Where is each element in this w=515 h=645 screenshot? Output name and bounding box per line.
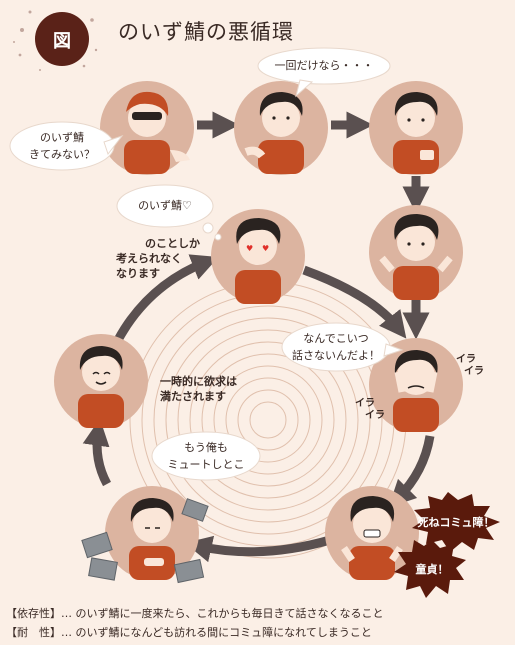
label-obsessed-line-3: なります (116, 267, 160, 280)
label-satisfied: 一時的に欲求は 満たされます (160, 374, 237, 404)
character-hesitant (244, 92, 304, 174)
bubble-heart-text: のいず鯖♡ (138, 199, 192, 212)
footer-tolerance-text: … のいず鯖になんども訪れる間にコミュ障になれてしまうこと (61, 626, 372, 639)
top-arrows (197, 111, 430, 340)
bubble-just-once (257, 47, 391, 85)
page-title: のいず鯖の悪循環 (118, 20, 294, 44)
bubble-why-text: なんでこいつ 話さないんだよ！ (286, 330, 386, 364)
bubble-why-line-2: 話さないんだよ！ (292, 349, 380, 362)
thought-dot (214, 233, 222, 241)
bubble-mute-line-1: もう俺も (184, 441, 228, 454)
title-badge (35, 12, 89, 66)
burst-virgin (394, 540, 466, 598)
footer-dependence: 【依存性】… のいず鯖に一度来たら、これからも毎日きて話さなくなること (6, 605, 384, 621)
cycle-arrow-3 (184, 535, 332, 563)
bubble-mute (151, 431, 261, 481)
cycle-arrow-5 (114, 254, 219, 343)
bubble-why-line-1: なんでこいつ (303, 332, 369, 345)
cycle-arrows (82, 254, 435, 563)
label-irritated-2-line-1: イラ (355, 398, 375, 409)
label-irritated-1-line-1: イラ (456, 354, 476, 365)
character-trying (393, 92, 439, 174)
bubble-just-once-text: 一回だけなら・・・ (274, 59, 374, 72)
label-irritated-2-line-2: イラ (365, 410, 385, 421)
thought-dot (202, 222, 214, 234)
bubble-invite-line-2: きてみない？ (29, 148, 95, 161)
character-excited (379, 214, 453, 300)
sunglasses-icon (132, 112, 162, 120)
cycle-arrow-4 (82, 418, 112, 487)
heart-eye-icon: ♥ (262, 244, 269, 253)
character-irritated (393, 350, 439, 432)
bubble-mute-line-2: ミュートしとこ (167, 458, 245, 471)
game-box-icons (81, 498, 209, 584)
label-obsessed-line-2: 考えられなく (116, 252, 182, 265)
bubble-invite-line-1: のいず鯖 (40, 131, 84, 144)
badge-splatter (13, 10, 98, 71)
label-obsessed-line-1: のことしか (145, 237, 200, 250)
heart-eye-icon: ♥ (246, 244, 253, 253)
bubble-why-tail (383, 343, 404, 357)
bubble-heart (116, 184, 214, 228)
character-inviter (124, 91, 190, 174)
title-badge-char: 図 (53, 31, 71, 52)
cycle-arrow-1 (302, 265, 407, 339)
character-raging (341, 496, 403, 580)
label-irritated-1-line-2: イラ (464, 366, 484, 377)
character-muted (129, 498, 175, 580)
footer-tolerance-tag: 【耐 性】 (6, 626, 61, 639)
label-satisfied-line-2: 満たされます (160, 390, 226, 403)
burst-die (412, 492, 500, 552)
angry-bursts (394, 492, 500, 598)
bubble-invite-text: のいず鯖 きてみない？ (16, 129, 108, 163)
label-satisfied-line-1: 一時的に欲求は (160, 375, 237, 388)
character-obsessed: ♥ ♥ (235, 218, 281, 304)
footer-dependence-text: … のいず鯖に一度来たら、これからも毎日きて話さなくなること (61, 607, 384, 620)
label-irritated-2: イラ イラ (355, 398, 385, 422)
character-satisfied (78, 346, 124, 428)
footer-dependence-tag: 【依存性】 (6, 607, 61, 620)
cycle-arrow-2 (388, 435, 435, 508)
label-irritated-1: イラ イラ (456, 354, 484, 378)
bubble-invite-tail (103, 135, 124, 156)
footer-tolerance: 【耐 性】… のいず鯖になんども訪れる間にコミュ障になれてしまうこと (6, 624, 372, 640)
bubble-mute-text: もう俺も ミュートしとこ (156, 439, 256, 473)
burst-die-text: 死ねコミュ障！ (417, 516, 495, 529)
label-obsessed: のことしか 考えられなく なります (104, 236, 200, 281)
characters: ♥ ♥ (78, 91, 453, 584)
speech-bubbles (9, 47, 404, 481)
burst-virgin-text: 童貞！ (415, 563, 449, 576)
bubble-just-once-tail (295, 79, 314, 98)
